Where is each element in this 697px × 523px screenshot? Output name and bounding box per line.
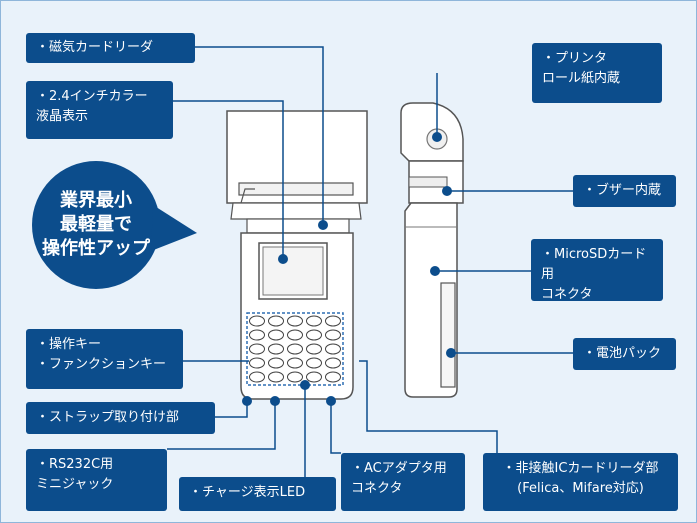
dot-printer: [432, 132, 442, 142]
keypad-key: [249, 329, 265, 341]
leader-rs232c: [167, 403, 276, 450]
dot-ac-adapter: [326, 396, 336, 406]
dot-charge-led: [300, 380, 310, 390]
headline-bubble-pointer: [151, 205, 197, 251]
label-magnetic-card-reader: ・磁気カードリーダ: [26, 33, 195, 63]
battery-pack: [440, 282, 456, 388]
leader-lcd: [173, 100, 284, 259]
keypad-key: [306, 315, 322, 327]
dot-buzzer: [442, 186, 452, 196]
paper-slot: [238, 182, 354, 196]
headline-text: 業界最小 最軽量で 操作性アップ: [42, 190, 150, 259]
leader-ic-reader: [359, 360, 498, 453]
keypad-key: [306, 329, 322, 341]
label-buzzer: ・ブザー内蔵: [573, 175, 676, 207]
dot-strap: [242, 396, 252, 406]
dot-magnetic-card: [318, 220, 328, 230]
label-printer: ・プリンタ ロール紙内蔵: [532, 43, 662, 103]
leader-ac-adapter: [330, 403, 341, 454]
headline-bubble: [32, 161, 160, 289]
keypad-key: [287, 357, 303, 369]
keypad: [249, 315, 341, 383]
keypad-key: [268, 343, 284, 355]
keypad-key: [268, 315, 284, 327]
printer-base: [230, 202, 362, 220]
leader-dots: [242, 132, 456, 406]
keypad-key: [268, 371, 284, 383]
label-rs232c: ・RS232C用 ミニジャック: [26, 449, 167, 511]
keypad-key: [249, 343, 265, 355]
keypad-key: [268, 357, 284, 369]
keypad-outline: [246, 312, 344, 386]
keypad-key: [287, 371, 303, 383]
keypad-key: [306, 357, 322, 369]
label-lcd: ・2.4インチカラー 液晶表示: [26, 81, 173, 139]
leader-lines: [167, 46, 573, 477]
dot-lcd: [278, 254, 288, 264]
keypad-key: [268, 329, 284, 341]
keypad-key: [306, 371, 322, 383]
label-ic-reader: ・非接触ICカードリーダ部 (Felica、Mifare対応): [483, 453, 678, 511]
front-view: [226, 110, 368, 400]
dot-battery: [446, 348, 456, 358]
dot-microsd: [430, 266, 440, 276]
card-reader-slot: [246, 218, 350, 234]
keypad-key: [287, 343, 303, 355]
label-strap: ・ストラップ取り付け部: [26, 402, 215, 434]
keypad-key: [325, 371, 341, 383]
label-microsd: ・MicroSDカード用 コネクタ: [531, 239, 663, 302]
buzzer-grill: [408, 176, 448, 188]
keypad-key: [249, 357, 265, 369]
keypad-key: [325, 315, 341, 327]
label-battery: ・電池パック: [573, 338, 676, 370]
paper-cutter: [240, 188, 255, 204]
keypad-key: [249, 315, 265, 327]
keypad-key: [287, 315, 303, 327]
keypad-key: [287, 329, 303, 341]
leader-magnetic-card: [195, 46, 324, 225]
keypad-key: [325, 329, 341, 341]
lcd-screen: [262, 246, 324, 296]
label-keys: ・操作キー ・ファンクションキー: [26, 329, 183, 389]
keypad-key: [325, 343, 341, 355]
label-ac-adapter: ・ACアダプタ用 コネクタ: [341, 453, 465, 511]
dot-rs232c: [270, 396, 280, 406]
keypad-key: [249, 371, 265, 383]
label-charge-led: ・チャージ表示LED: [179, 477, 336, 511]
side-view: [400, 102, 464, 398]
keypad-key: [306, 343, 322, 355]
leader-strap: [215, 403, 248, 418]
keypad-key: [325, 357, 341, 369]
